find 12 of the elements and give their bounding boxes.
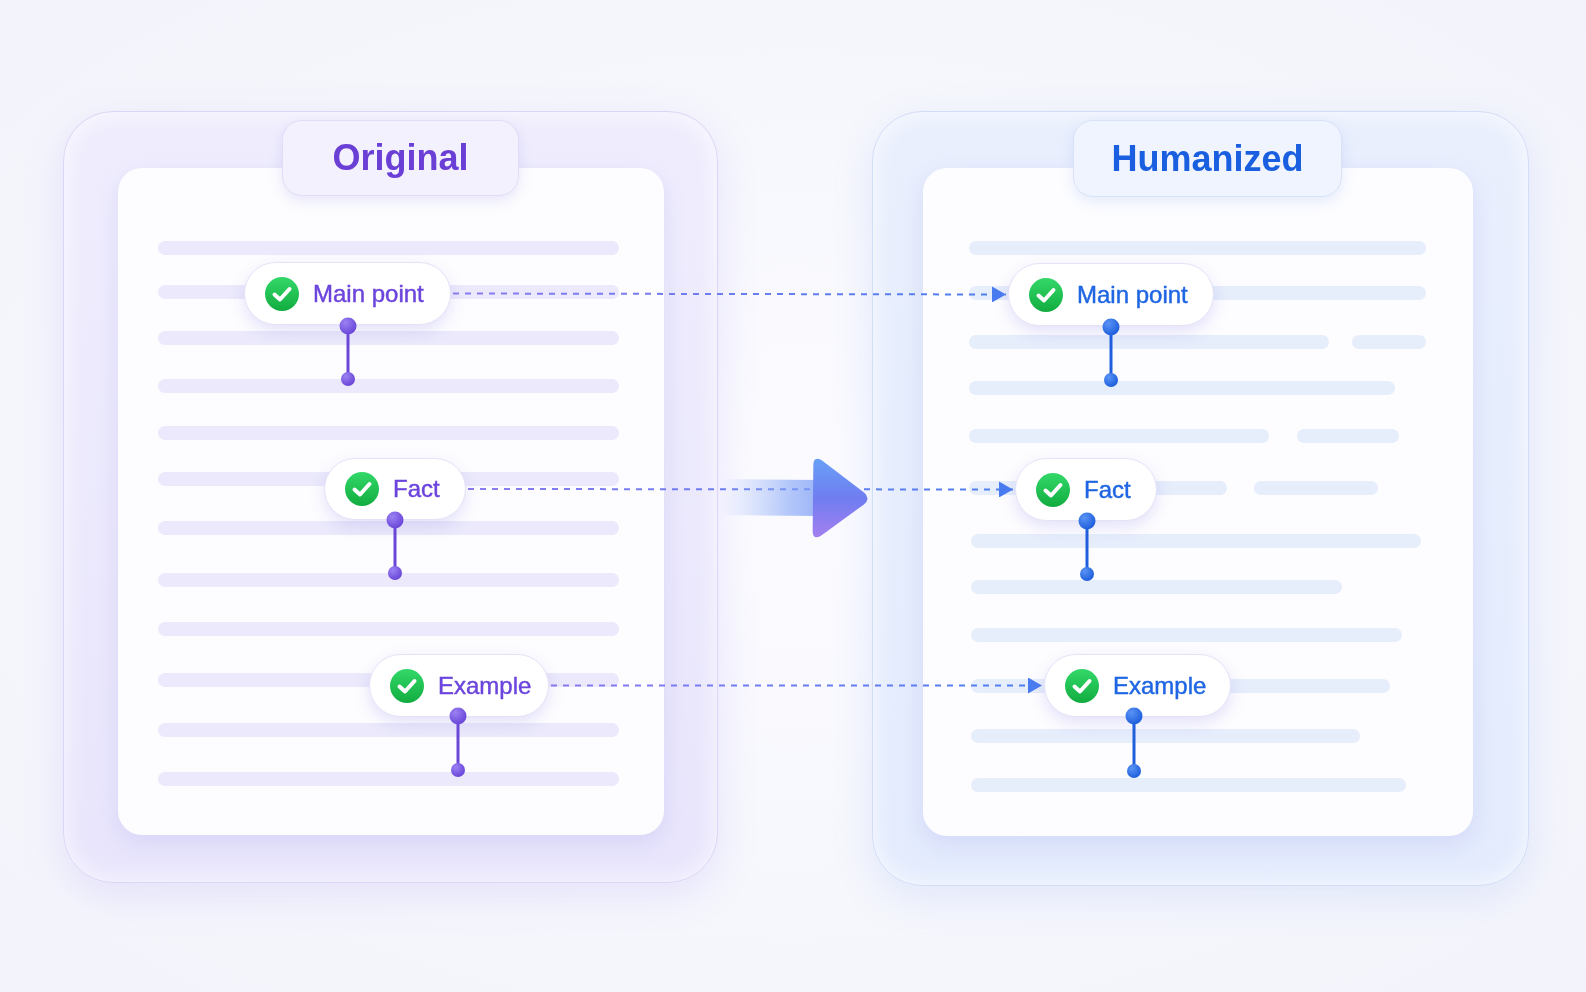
tag-label: Main point bbox=[313, 279, 424, 308]
tag-label: Fact bbox=[1084, 475, 1131, 504]
dashed-arrow bbox=[452, 286, 1007, 303]
tag-label: Fact bbox=[393, 475, 440, 503]
document-panel bbox=[872, 111, 1529, 886]
document-panel bbox=[63, 111, 718, 883]
title-tab: Humanized bbox=[1073, 120, 1342, 197]
tag-label: Example bbox=[438, 671, 532, 700]
dashed-arrow bbox=[550, 677, 1043, 694]
tag-label: Main point bbox=[1077, 280, 1188, 309]
title-tab: Original bbox=[282, 120, 519, 196]
tag-label: Example bbox=[1113, 671, 1207, 700]
